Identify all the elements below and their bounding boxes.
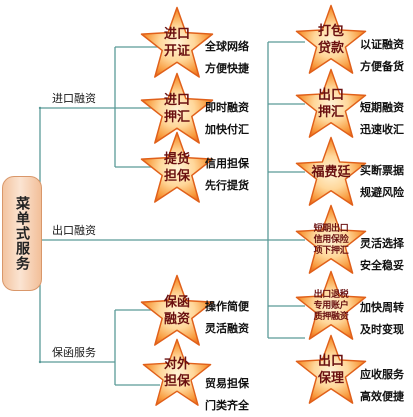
desc-export-factoring: 应收服务 高效便捷 [360, 364, 404, 408]
desc-import-remit-line2: 加快付汇 [205, 123, 249, 136]
branch-label-import: 进口融资 [52, 92, 96, 105]
desc-import-remit-line1: 即时融资 [205, 101, 249, 114]
star-short-term-line2: 信用保险 [313, 234, 349, 245]
desc-short-term-insurance: 灵活选择 安全稳妥 [360, 233, 404, 277]
desc-import-bill-line2: 方便快捷 [205, 62, 249, 75]
star-export-factoring[interactable]: 出口保理 [294, 334, 368, 406]
desc-export-factoring-line1: 应收服务 [360, 368, 404, 381]
star-packing-loan-line1: 打包 [317, 24, 344, 39]
star-tax-refund-line3: 质押融资 [313, 311, 349, 322]
desc-forfaiting: 买断票据 规避风险 [360, 160, 404, 204]
desc-packing-loan-line1: 以证融资 [360, 38, 404, 51]
star-packing-loan-line2: 贷款 [317, 41, 344, 56]
desc-packing-loan: 以证融资 方便备货 [360, 34, 404, 78]
desc-short-term-line2: 安全稳妥 [360, 259, 404, 272]
star-external-guarantee-line2: 担保 [163, 374, 190, 389]
star-export-remit-line1: 出口 [317, 88, 344, 103]
desc-packing-loan-line2: 方便备货 [360, 60, 404, 73]
desc-delivery-guarantee: 信用担保 先行提货 [205, 153, 249, 197]
desc-import-bill-line1: 全球网络 [205, 40, 249, 53]
star-short-term-insurance[interactable]: 短期出口信用保险项下押汇 [294, 204, 368, 276]
desc-external-guarantee-line1: 贸易担保 [205, 377, 249, 390]
desc-import-bill: 全球网络 方便快捷 [205, 36, 249, 80]
star-packing-loan[interactable]: 打包贷款 [294, 4, 368, 76]
star-import-remit-line2: 押汇 [163, 110, 190, 125]
desc-guarantee-finance: 操作简便 灵活融资 [205, 296, 249, 340]
desc-delivery-guarantee-line2: 先行提货 [205, 179, 249, 192]
root-node: 菜单式服务 [2, 176, 42, 291]
star-export-remit-line2: 押汇 [317, 105, 344, 120]
star-export-factoring-line2: 保理 [317, 371, 344, 386]
star-guarantee-finance-line1: 保函 [163, 295, 190, 310]
connector-lines [38, 41, 305, 386]
desc-import-remit: 即时融资 加快付汇 [205, 97, 249, 141]
desc-external-guarantee-line2: 门类齐全 [205, 399, 249, 412]
star-export-factoring-line1: 出口 [317, 354, 344, 369]
star-forfaiting[interactable]: 福费廷 [294, 136, 368, 208]
star-guarantee-finance[interactable]: 保函融资 [139, 274, 215, 348]
star-tax-refund-pledge[interactable]: 出口退税专用账户质押融资 [294, 270, 368, 342]
desc-forfaiting-line2: 规避风险 [360, 186, 404, 199]
star-import-bill-line1: 进口 [163, 27, 190, 42]
star-tax-refund-line2: 专用账户 [313, 300, 349, 311]
star-import-bill-line2: 开证 [163, 44, 190, 59]
desc-tax-refund-line1: 加快周转 [360, 301, 404, 314]
desc-tax-refund-line2: 及时变现 [360, 323, 404, 336]
desc-export-remit: 短期融资 迅速收汇 [360, 97, 404, 141]
desc-export-remit-line2: 迅速收汇 [360, 123, 404, 136]
star-import-remit-line1: 进口 [163, 93, 190, 108]
star-export-remit[interactable]: 出口押汇 [294, 68, 368, 140]
branch-label-guarantee: 保函服务 [52, 346, 96, 359]
star-guarantee-finance-line2: 融资 [163, 312, 190, 327]
star-delivery-guarantee-line1: 提货 [163, 152, 190, 167]
star-short-term-line1: 短期出口 [313, 223, 349, 234]
desc-forfaiting-line1: 买断票据 [360, 164, 404, 177]
star-forfaiting-line1: 福费廷 [311, 164, 351, 180]
desc-external-guarantee: 贸易担保 门类齐全 [205, 373, 249, 417]
star-import-bill[interactable]: 进口开证 [139, 6, 215, 80]
star-external-guarantee[interactable]: 对外担保 [139, 338, 215, 408]
desc-short-term-line1: 灵活选择 [360, 237, 404, 250]
star-external-guarantee-line1: 对外 [163, 357, 190, 372]
root-label: 菜单式服务 [14, 196, 30, 271]
branch-label-export: 出口融资 [52, 224, 96, 237]
desc-export-remit-line1: 短期融资 [360, 101, 404, 114]
desc-tax-refund-pledge: 加快周转 及时变现 [360, 297, 404, 341]
star-short-term-line3: 项下押汇 [313, 245, 349, 256]
desc-delivery-guarantee-line1: 信用担保 [205, 157, 249, 170]
star-delivery-guarantee[interactable]: 提货担保 [139, 131, 215, 205]
star-import-remit[interactable]: 进口押汇 [139, 72, 215, 146]
desc-guarantee-finance-line1: 操作简便 [205, 300, 249, 313]
star-tax-refund-line1: 出口退税 [313, 289, 349, 300]
desc-export-factoring-line2: 高效便捷 [360, 390, 404, 403]
star-delivery-guarantee-line2: 担保 [163, 169, 190, 184]
desc-guarantee-finance-line2: 灵活融资 [205, 322, 249, 335]
